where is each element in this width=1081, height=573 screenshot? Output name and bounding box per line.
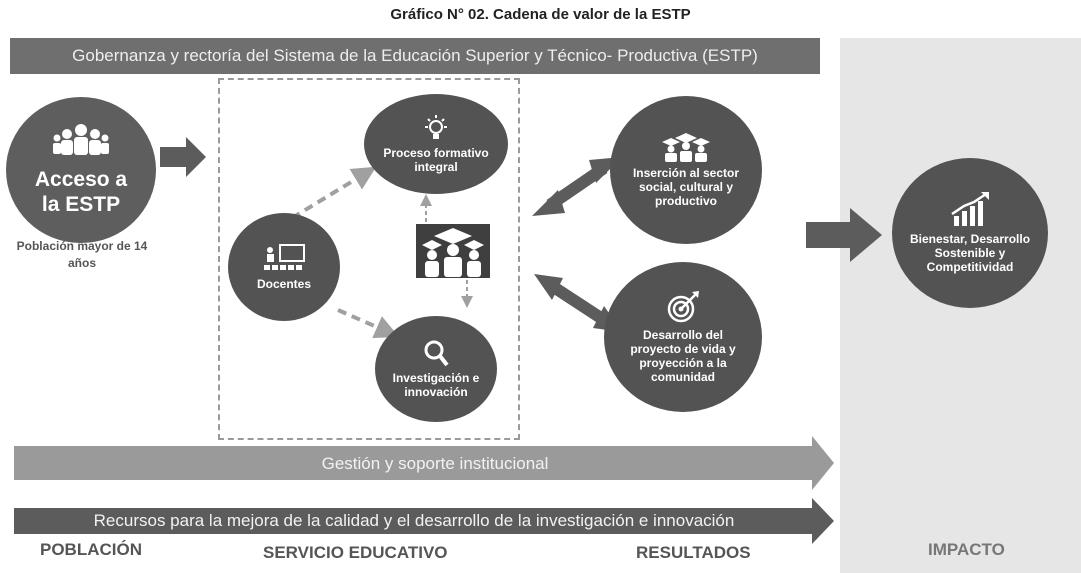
target-icon	[667, 291, 699, 323]
access-label: Acceso a la ESTP	[34, 168, 128, 216]
access-circle: Acceso a la ESTP	[6, 97, 156, 243]
arrow-access-to-service	[160, 137, 206, 177]
magnifier-icon	[424, 340, 449, 367]
people-group-icon	[53, 124, 109, 155]
docentes-to-investigacion-arrow	[337, 308, 399, 339]
graduation-cap-icon	[422, 228, 484, 277]
population-label: Población mayor de 14 años	[16, 239, 148, 270]
growth-chart-icon	[951, 192, 989, 226]
docentes-circle: Docentes	[228, 213, 340, 321]
recursos-band-label: Recursos para la mejora de la calidad y …	[93, 511, 735, 530]
graduates-picture	[416, 224, 490, 278]
graduates-icon	[662, 133, 710, 162]
investigacion-label: Investigación e innovación	[392, 371, 480, 399]
column-label-resultados: RESULTADOS	[636, 543, 751, 562]
classroom-icon	[264, 244, 305, 270]
column-label-servicio: SERVICIO EDUCATIVO	[263, 543, 448, 562]
gestion-band-shape	[14, 436, 834, 490]
proyecto-circle: Desarrollo del proyecto de vida y proyec…	[604, 262, 762, 412]
insercion-circle: Inserción al sector social, cultural y p…	[610, 96, 762, 244]
column-label-poblacion: POBLACIÓN	[40, 540, 142, 559]
insercion-label: Inserción al sector social, cultural y p…	[632, 166, 740, 208]
docentes-to-proceso-arrow	[290, 166, 377, 220]
proyecto-label: Desarrollo del proyecto de vida y proyec…	[630, 328, 736, 384]
impact-label: Bienestar, Desarrollo Sostenible y Compe…	[909, 232, 1031, 274]
proceso-label: Proceso formativo integral	[383, 146, 489, 174]
service-box	[218, 78, 520, 440]
governance-band: Gobernanza y rectoría del Sistema de la …	[10, 38, 820, 74]
docentes-label: Docentes	[256, 277, 312, 291]
lightbulb-icon	[425, 115, 447, 139]
column-label-impacto: IMPACTO	[928, 540, 1005, 559]
gestion-band-label: Gestión y soporte institucional	[321, 454, 549, 473]
investigacion-circle: Investigación e innovación	[375, 316, 497, 422]
chart-title: Gráfico N° 02. Cadena de valor de la EST…	[390, 6, 691, 23]
arrow-results-to-impact	[806, 208, 882, 262]
recursos-band-shape	[14, 498, 834, 544]
proceso-circle: Proceso formativo integral	[364, 94, 508, 194]
double-arrow-insercion	[532, 157, 622, 216]
impact-circle: Bienestar, Desarrollo Sostenible y Compe…	[892, 158, 1048, 308]
